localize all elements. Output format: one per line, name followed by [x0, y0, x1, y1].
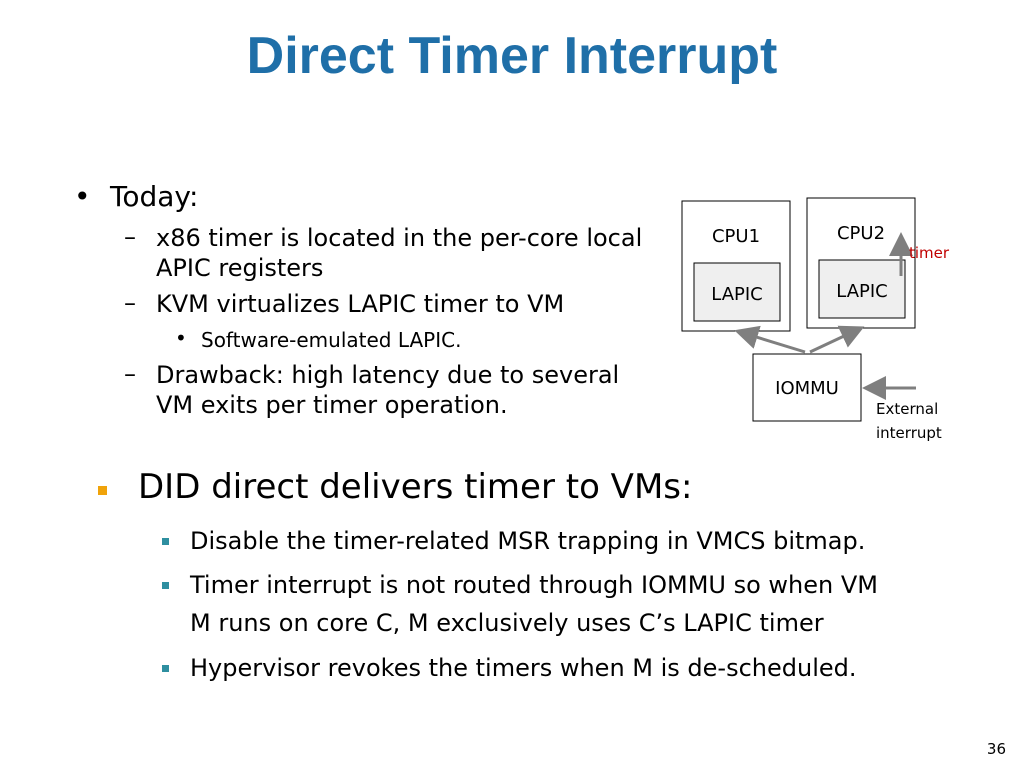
iommu-to-cpu2-arrow — [809, 325, 865, 354]
teal-bullet-icon — [162, 582, 169, 589]
lapic1-label: LAPIC — [711, 284, 763, 305]
today-label: Today: — [110, 180, 199, 213]
did-item-2-line-2: M runs on core C, M exclusively uses C’s… — [190, 609, 824, 637]
external-label-2: interrupt — [876, 424, 942, 442]
did-heading: DID direct delivers timer to VMs: — [138, 467, 693, 507]
did-item-2-line-1: Timer interrupt is not routed through IO… — [190, 571, 878, 599]
today-item-2-line-1: KVM virtualizes LAPIC timer to VM — [156, 290, 565, 318]
today-item-3-line-2: VM exits per timer operation. — [156, 391, 508, 419]
today-item-1-line-1: x86 timer is located in the per-core loc… — [156, 224, 643, 252]
dash-icon: – — [124, 223, 136, 251]
bullet-dot-icon: • — [175, 326, 187, 350]
lapic1-box — [693, 262, 781, 322]
today-item-1-line-2: APIC registers — [156, 254, 324, 282]
iommu-to-cpu1-arrow — [734, 325, 806, 354]
did-item-1: Disable the timer-related MSR trapping i… — [190, 527, 866, 555]
slide-title: Direct Timer Interrupt — [246, 27, 778, 85]
iommu-label: IOMMU — [775, 378, 839, 399]
cpu2-label: CPU2 — [837, 223, 885, 244]
external-label-1: External — [876, 400, 938, 418]
cpu1-label: CPU1 — [712, 226, 760, 247]
teal-bullet-icon — [162, 665, 169, 672]
iommu-box — [752, 353, 862, 422]
teal-bullet-icon — [162, 538, 169, 545]
dash-icon: – — [124, 360, 136, 388]
did-item-3: Hypervisor revokes the timers when M is … — [190, 654, 857, 682]
bullet-dot-icon: • — [74, 180, 91, 213]
today-subitem-text: Software-emulated LAPIC. — [201, 328, 462, 352]
page-number: 36 — [986, 740, 1006, 758]
orange-bullet-icon — [98, 486, 107, 495]
interrupt-diagram: CPU1 LAPIC CPU2 LAPIC timer IOMMU Extern… — [681, 197, 950, 442]
today-item-3-line-1: Drawback: high latency due to several — [156, 361, 620, 389]
dash-icon: – — [124, 289, 136, 317]
lapic2-box — [818, 259, 906, 319]
lapic2-label: LAPIC — [836, 281, 888, 302]
timer-label: timer — [909, 244, 950, 262]
